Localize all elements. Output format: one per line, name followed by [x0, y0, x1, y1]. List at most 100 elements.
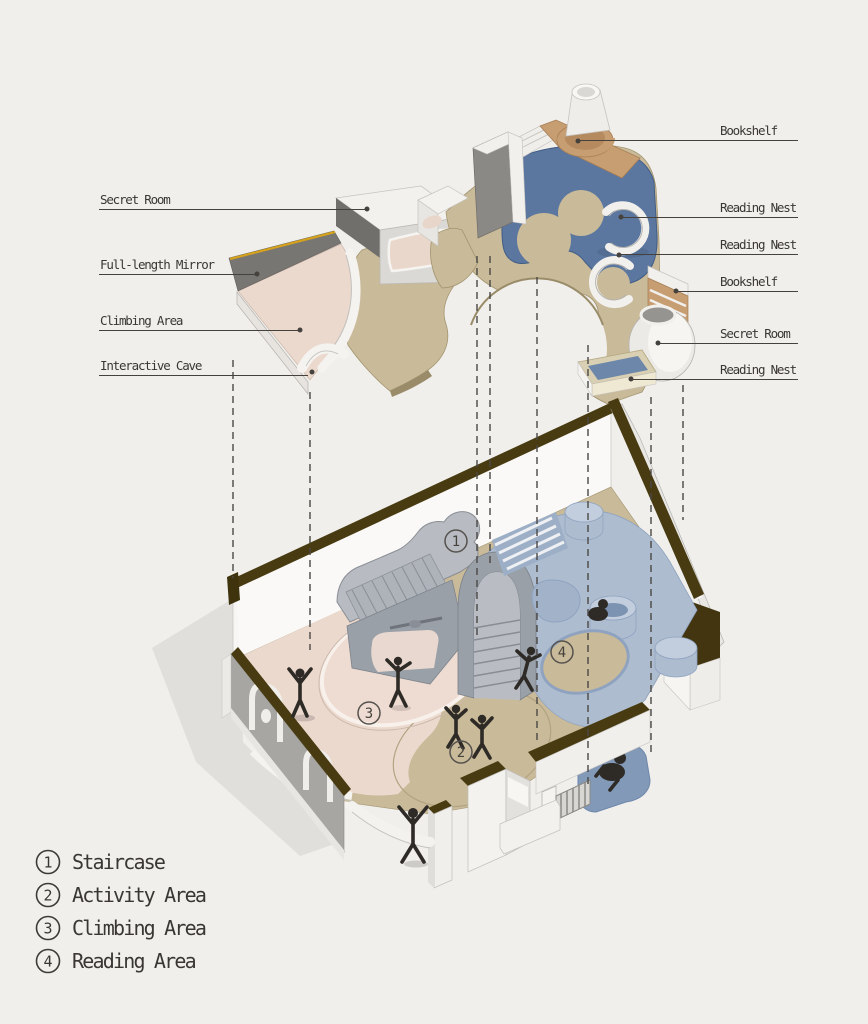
leader-dot [618, 214, 624, 220]
leader-dot [655, 340, 661, 346]
reading-pit-square [531, 579, 581, 623]
legend-label: Climbing Area [72, 916, 206, 940]
front-pillar-side [428, 808, 434, 888]
leader-dot [628, 376, 634, 382]
arch-stairs [473, 619, 521, 689]
nest2-ring [588, 256, 634, 309]
nest2-tan-floor [596, 267, 630, 301]
reading-tower-top [564, 501, 604, 523]
callout-label: Full-length Mirror [100, 257, 216, 272]
legend: 1 Staircase 2 Activity Area 3 Climbing A… [35, 849, 208, 974]
child-figure-bench [594, 752, 626, 792]
callout-label: Secret Room [100, 192, 170, 207]
marker-2-number: 2 [457, 745, 465, 761]
leader-dot [254, 271, 260, 277]
pond-island-b [558, 190, 604, 236]
callout-label: Bookshelf [720, 123, 778, 138]
arch1-window [261, 709, 271, 723]
child-figure [287, 667, 315, 722]
left-wall-base [231, 708, 344, 860]
cone-opening [577, 87, 595, 97]
child-figure [444, 704, 468, 750]
legend-number: 2 [43, 887, 52, 905]
callout-label: Reading Nest [720, 362, 797, 377]
nest1-ring-edge [608, 209, 643, 248]
marker-4-number: 4 [558, 645, 566, 661]
front-pillar-cap [428, 800, 452, 814]
secret-room-box-doorway [336, 198, 380, 258]
legend-item: 2 Activity Area [35, 882, 208, 908]
legend-item: 3 Climbing Area [35, 915, 208, 941]
bookshelf-shelf-line [649, 288, 687, 308]
curved-wall-edge [329, 254, 352, 352]
front-box-notch [508, 777, 528, 807]
front-box-face [467, 768, 507, 873]
dome-highlight [648, 312, 692, 372]
legend-number-badge [35, 882, 61, 908]
callout-label: Reading Nest [720, 237, 797, 252]
front-lowbox [499, 799, 561, 855]
front-box-cap [460, 761, 506, 786]
left-wall-white-edge [221, 653, 232, 719]
legend-number: 1 [43, 854, 52, 872]
callout-label: Climbing Area [100, 313, 183, 328]
callout-label: Bookshelf [720, 274, 778, 289]
area-marker-1: 1 [444, 529, 468, 553]
legend-number: 4 [43, 953, 52, 971]
gray-wall-white-band [507, 131, 527, 225]
nest1-ring [602, 201, 650, 256]
child-figure [397, 805, 429, 868]
left-wall-cap [231, 647, 351, 796]
callouts-right: Bookshelf Reading Nest Reading Nest Book… [575, 123, 798, 382]
legend-item: 4 Reading Area [35, 948, 197, 974]
callout-label: Interactive Cave [100, 358, 202, 373]
basin-front-rim [557, 137, 615, 156]
leader-dot [364, 206, 370, 212]
main-model: 1 2 3 4 [221, 398, 725, 889]
interactive-cave-arch [297, 343, 349, 373]
callout-label: Reading Nest [720, 200, 797, 215]
slide-knob [409, 620, 421, 628]
tan-slab-edge [390, 370, 432, 397]
legend-label: Staircase [72, 850, 165, 874]
marker-1-number: 1 [452, 534, 460, 550]
legend-item: 1 Staircase [35, 849, 167, 875]
callouts-left: Secret Room Full-length Mirror Climbing … [99, 192, 370, 376]
projection-lines [232, 256, 684, 786]
dome-opening [639, 304, 677, 326]
plate-left-lobe [430, 228, 479, 289]
leader-dot [575, 138, 581, 144]
window-bench-cushion [588, 356, 648, 380]
stair-treads [351, 557, 439, 621]
legend-number-badge [35, 849, 61, 875]
callout-label: Secret Room [720, 326, 790, 341]
mirror-trim [229, 230, 336, 261]
child-figure [588, 599, 608, 621]
front-pillar-face [433, 805, 453, 889]
area-marker-2: 2 [449, 740, 473, 764]
front-wall-cap-right [528, 702, 650, 762]
gate-slats [560, 782, 586, 818]
exploded-piece-right [417, 83, 696, 419]
legend-number-badge [35, 948, 61, 974]
child-figure [514, 646, 542, 692]
interactive-cave-arch-edge [305, 350, 339, 367]
glass-wall-end-post [227, 572, 240, 605]
pink-slab-side [236, 290, 309, 396]
legend-label: Reading Area [72, 949, 196, 973]
child-figure [470, 714, 494, 760]
leader-dot [673, 288, 679, 294]
front-wall-face-right [535, 709, 651, 795]
legend-number-badge [35, 915, 61, 941]
leader-dot [309, 369, 315, 375]
child-figure [385, 656, 412, 711]
ground-shadow [152, 596, 340, 856]
area-marker-3: 3 [357, 701, 381, 725]
glass-wall-cap [230, 403, 617, 588]
slab-pink-pad [422, 215, 442, 229]
leader-dot [297, 327, 303, 333]
area-marker-4: 4 [550, 640, 574, 664]
nest2-ring-edge [595, 263, 628, 301]
